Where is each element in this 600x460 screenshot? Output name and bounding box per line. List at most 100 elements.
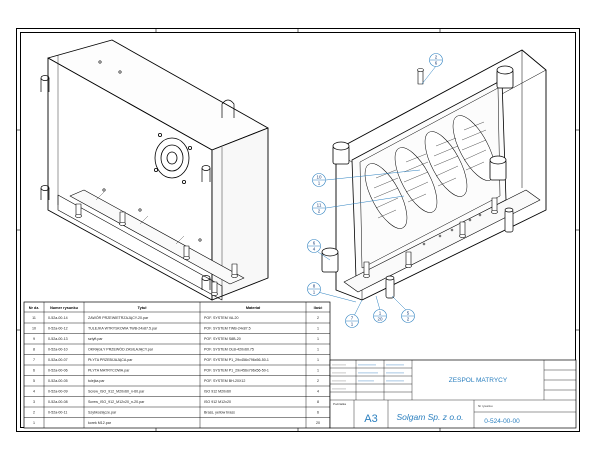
bom-cell-no: 5 xyxy=(33,379,35,383)
drawing-number: 0-524-00-00 xyxy=(484,418,520,425)
bom-cell-title: PŁYTA MATRYCOWA.par xyxy=(88,368,130,372)
bom-cell-qty: 1 xyxy=(317,368,319,372)
bom-cell-drawing: 0-52a-00-13 xyxy=(48,337,68,341)
bom-header-no: Nr dz. xyxy=(29,306,40,310)
bom-row: 11 0-52a-00-14 ZAWÓR PRZEWIETRZAJĄCY-20.pa… xyxy=(32,315,319,320)
balloon-bottom: 1 xyxy=(318,181,321,186)
bom-cell-drawing: 0-52a-00-05 xyxy=(48,379,68,383)
bom-header-qty: Ilość xyxy=(314,306,323,310)
bom-cell-drawing: 0-52a-00-11 xyxy=(48,410,67,414)
balloon-bottom: 20 xyxy=(377,317,383,322)
bom-cell-qty: 6 xyxy=(317,410,319,414)
bom-cell-qty: 1 xyxy=(317,326,319,330)
bom-grid xyxy=(24,302,330,428)
bom-cell-drawing: 0-52a-00-09 xyxy=(48,389,68,393)
bom-cell-title: Screw_ISO_912_M12x20_n-20.par xyxy=(88,400,145,404)
balloon-top: 8 xyxy=(313,284,316,289)
bom-cell-material: POF. SYSTEM OLB-420x60.75 xyxy=(204,347,254,351)
bom-cell-qty: 20 xyxy=(316,421,320,425)
bom-cell-no: 10 xyxy=(32,326,36,330)
title-block: ZESPOL MATRYCY Podziałka A3 Solgam Sp. z… xyxy=(329,359,577,429)
bom-cell-no: 1 xyxy=(33,421,35,425)
bom-cell-material: ISO 912 M12x20 xyxy=(204,400,231,404)
bom-cell-no: 3 xyxy=(33,400,35,404)
bom-cell-title: PŁYTA PRZEBIJAJĄCA.par xyxy=(88,358,133,362)
balloon-2-6[interactable]: 2 6 xyxy=(429,53,443,67)
balloon-11-2[interactable]: 11 2 xyxy=(312,201,326,215)
bom-cell-drawing: 0-52a-00-12 xyxy=(48,326,68,330)
bom-cell-qty: 1 xyxy=(317,358,319,362)
balloon-bottom: 2 xyxy=(407,317,410,322)
bom-cell-no: 9 xyxy=(33,337,35,341)
bom-header-drawing: Numer rysunku xyxy=(50,306,79,310)
bom-cell-material: POF. SYSTEM BH-20X12 xyxy=(204,379,245,383)
bom-cell-material: POF. SYSTEM TWB-24x87.5 xyxy=(204,326,251,330)
bom-cell-drawing: 0-52a-00-10 xyxy=(48,347,68,351)
balloon-bottom: 1 xyxy=(313,290,316,295)
bom-cell-no: 4 xyxy=(33,389,35,393)
bom-cell-qty: 8 xyxy=(317,400,319,404)
bom-cell-no: 11 xyxy=(32,316,36,320)
bom-cell-qty: 2 xyxy=(317,316,319,320)
balloon-bottom: 1 xyxy=(351,322,354,327)
balloon-1-20[interactable]: 1 20 xyxy=(373,309,387,323)
balloon-10-1[interactable]: 10 1 xyxy=(312,173,326,187)
bom-row: 8 0-52a-00-10 OKRĄGŁY PRZEWÓD ZASILAJĄCY.p… xyxy=(33,346,319,351)
right-isometric-view xyxy=(321,49,547,301)
bom-cell-no: 2 xyxy=(33,410,35,414)
balloon-7-1[interactable]: 7 1 xyxy=(345,314,359,328)
bom-header-title: Tytuł xyxy=(138,306,148,310)
left-isometric-view xyxy=(40,39,269,301)
balloon-8-1[interactable]: 8 1 xyxy=(307,282,321,296)
bom-cell-no: 6 xyxy=(33,368,35,372)
balloon-top: 5 xyxy=(407,311,410,316)
bill-of-materials-table: Nr dz. Numer rysunku Tytuł Materiał Iloś… xyxy=(23,301,331,429)
bom-cell-drawing: 0-52a-00-14 xyxy=(48,316,68,320)
bom-cell-material: ISO 912 M20x60 xyxy=(204,389,231,393)
balloon-bottom: 2 xyxy=(318,209,321,214)
bom-header-row: Nr dz. Numer rysunku Tytuł Materiał Iloś… xyxy=(29,306,323,310)
balloon-top: 7 xyxy=(351,316,354,321)
company-name: Solgam Sp. z o.o. xyxy=(396,412,463,422)
bom-cell-title: OKRĄGŁY PRZEWÓD ZASILAJĄCY.par xyxy=(88,346,154,351)
bom-cell-title: Screw_ISO_912_M20x60_n-60.par xyxy=(88,389,145,393)
bom-cell-material: POF. SYSTEM VA-20 xyxy=(204,316,238,320)
drawing-title: ZESPOL MATRYCY xyxy=(449,377,508,384)
bom-row: 3 0-52a-00-08 Screw_ISO_912_M12x20_n-20.pa… xyxy=(33,400,319,404)
bom-cell-drawing: 0-52a-00-07 xyxy=(48,358,68,362)
bom-cell-material: POF. SYSTEM P1_29x456x796x56-50-1 xyxy=(204,358,269,362)
bom-cell-title: korek M12.par xyxy=(88,421,112,425)
drawing-number-label: Nr rysunku xyxy=(478,404,493,408)
bom-cell-material: POF. SYSTEM S8B-20 xyxy=(204,337,241,341)
bom-cell-qty: 1 xyxy=(317,347,319,351)
bom-row: 10 0-52a-00-12 TULEJKA WTRYSKOWA TWB-24x87… xyxy=(32,326,319,330)
bom-cell-qty: 4 xyxy=(317,389,319,393)
title-block-sign-rows xyxy=(332,364,404,390)
bom-cell-no: 7 xyxy=(33,358,35,362)
scale-label: Podziałka xyxy=(333,402,346,406)
bom-cell-drawing: 0-52a-00-08 xyxy=(48,400,68,404)
sheet-format: A3 xyxy=(364,413,377,425)
balloon-5-2[interactable]: 5 2 xyxy=(401,309,415,323)
balloon-6-4[interactable]: 6 4 xyxy=(307,239,321,253)
bom-cell-no: 8 xyxy=(33,347,35,351)
bom-row: 4 0-52a-00-09 Screw_ISO_912_M20x60_n-60.pa… xyxy=(33,389,319,393)
balloon-bottom: 4 xyxy=(313,247,316,252)
bom-cell-material: POF. SYSTEM P1_29x456x796x56-50-1 xyxy=(204,368,269,372)
balloon-top: 6 xyxy=(313,241,316,246)
bom-cell-title: ZAWÓR PRZEWIETRZAJĄCY-20.par xyxy=(88,315,149,320)
bom-row: 7 0-52a-00-07 PŁYTA PRZEBIJAJĄCA.par POF. S… xyxy=(33,358,319,362)
bom-cell-drawing: 0-52a-00-06 xyxy=(48,368,68,372)
bom-row: 6 0-52a-00-06 PŁYTA MATRYCOWA.par POF. SYST… xyxy=(33,368,319,372)
balloon-bottom: 6 xyxy=(435,61,438,66)
bom-cell-title: TULEJKA WTRYSKOWA TWB-24x87.5.par xyxy=(88,326,158,330)
bom-row: 1 korek M12.par 20 xyxy=(33,421,320,425)
bom-header-material: Materiał xyxy=(246,306,261,310)
balloon-top: 1 xyxy=(379,311,382,316)
balloon-top: 11 xyxy=(317,203,322,208)
title-block-grid xyxy=(330,360,576,428)
